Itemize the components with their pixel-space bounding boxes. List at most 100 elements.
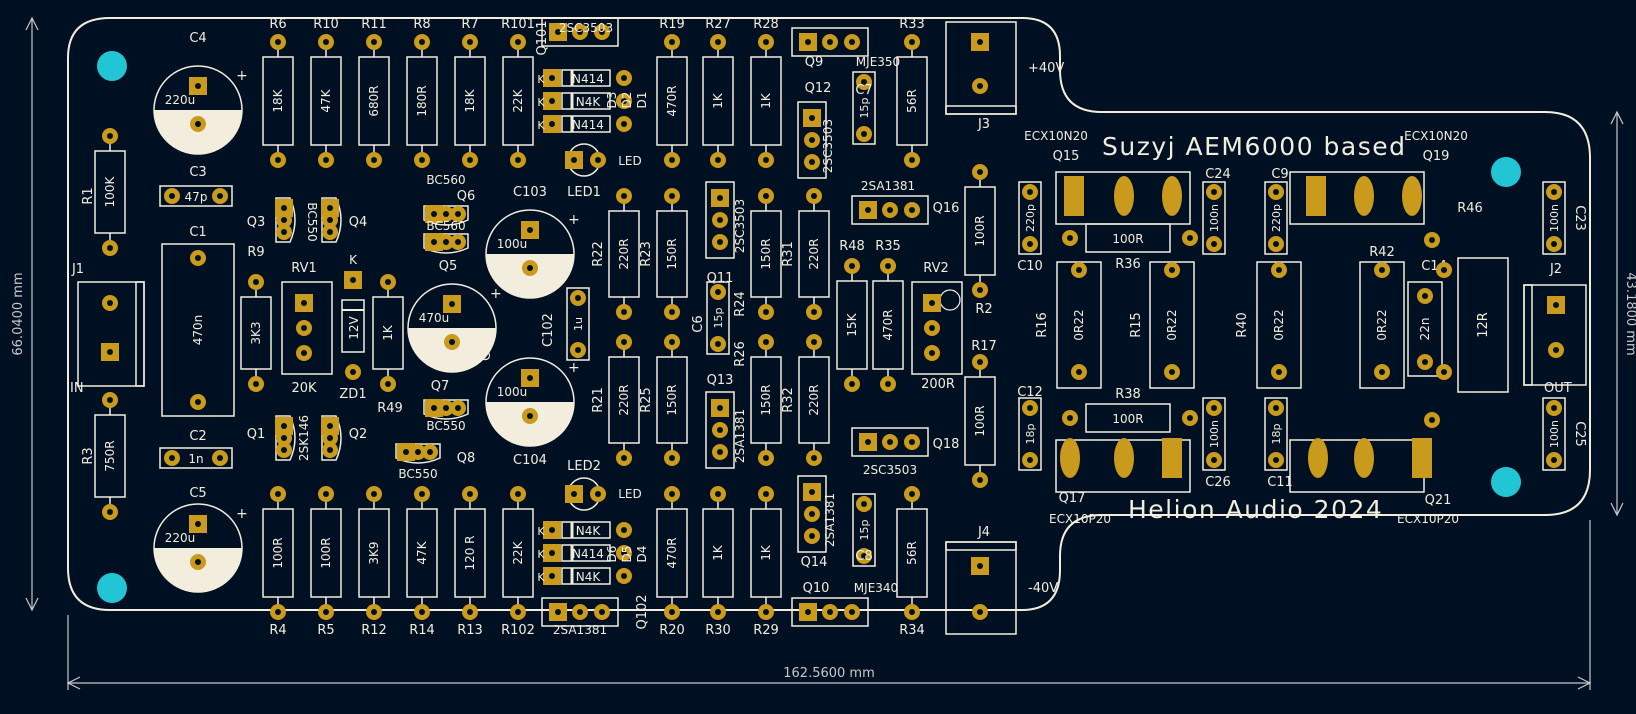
left-height-dimension [25,16,39,612]
mounting-hole [97,51,127,81]
resistor-value: 100K [103,175,117,207]
resistor-value: 100R [973,215,987,246]
rv1-ref: RV1 [291,261,317,276]
resistor-value: 680R [367,85,381,116]
transistor-ref: Q18 [933,437,960,452]
q17-ref: Q17 [1059,491,1086,506]
resistor-ref: R4 [269,623,286,638]
resistor-ref: R35 [875,239,901,254]
resistor-ref: R21 [591,387,606,413]
resistor-ref: R17 [971,339,997,354]
diode-ref: D1 [635,92,649,109]
zener-zd1: 12V ZD1 K [339,253,366,402]
transistor-part: MJE340 [854,581,898,595]
r16-ref: R16 [1035,312,1050,338]
resistor-value: 220R [807,384,821,415]
resistor-ref: R19 [659,17,685,32]
led1-text: LED [618,154,642,168]
mounting-hole [97,573,127,603]
trimpot-rv2[interactable]: RV2 200R [911,261,963,392]
cap-ref: C103 [513,185,547,200]
electrolytic-c4: 220u+C4 [153,31,248,155]
diode-k-label: K [537,96,545,109]
connector-j3[interactable]: J3 [945,21,1017,132]
q1-part: 2SK146 [297,415,311,461]
cap-value: 100n [1208,420,1221,448]
resistor-value: 47K [319,88,333,112]
transistor-part: BC550 [426,419,465,433]
diode-value: N4K [576,95,602,109]
led-2: LED2 LED [565,459,642,511]
r40-ref: R40 [1235,312,1250,338]
diode-ref: D5 [620,546,634,563]
resistor-value: 3K9 [367,541,381,564]
cap-value: 100n [1208,204,1221,232]
resistor-value: 470R [881,309,895,340]
electrolytic-c5: 220u+C5 [153,486,248,593]
connector-j2[interactable]: J2 [1523,262,1587,386]
resistor-ref: R30 [705,623,731,638]
cap-value: 47p [185,190,208,204]
diode-value: N414 [572,547,604,561]
r15-ref: R15 [1129,312,1144,338]
transistor-ref: Q9 [805,55,824,70]
resistor-value: 56R [905,541,919,565]
resistor-value: 1K [711,92,725,109]
cap-value: 220u [165,531,196,545]
resistor-ref: R8 [413,17,430,32]
transistor-part: 2SC3503 [821,119,835,173]
polarity-mark: + [568,360,580,376]
cap-value: 18p [1024,423,1037,444]
rv2-value: 200R [921,377,955,392]
rv2-ref: RV2 [923,261,949,276]
resistor-value: 47K [415,540,429,564]
led2-ref: LED2 [567,459,601,474]
transistor-part: 2SA1381 [861,179,915,193]
diode-k-label: K [537,525,545,538]
q3-part: BC550 [305,202,319,241]
cap-value: 100n [1548,204,1561,232]
connector-j1[interactable]: J1 [71,262,145,387]
q21-ref: Q21 [1425,493,1452,508]
electrolytic-capacitors: 220u+C4220u+C5100u+C103470u+C101100u+C10… [153,31,580,593]
resistor-value: 18K [271,88,285,112]
cap-ref: C8 [855,549,872,564]
resistor-value: 15K [845,312,859,336]
diode-value: N4K [576,570,602,584]
transistor-ref: Q11 [707,271,734,286]
resistor-ref: R49 [377,401,403,416]
right-height-dimension-label: 43.1800 mm [1623,272,1636,355]
polarity-mark: + [490,286,502,302]
cap-ref: C26 [1205,475,1231,490]
board-title: Suzyj AEM6000 based [1102,132,1407,161]
r42-value: 0R22 [1375,309,1389,340]
transistor-ref: Q4 [349,215,368,230]
trimpot-rv1[interactable]: RV1 20K [281,261,333,396]
connector-j4[interactable]: J4 [945,525,1017,635]
led2-text: LED [618,487,642,501]
